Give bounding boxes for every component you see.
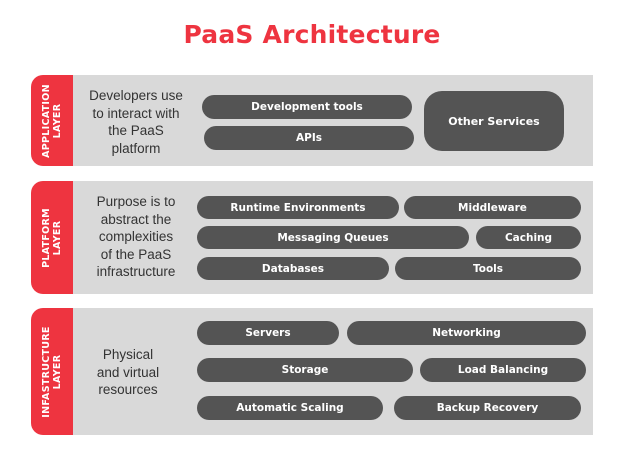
infrastructure-layer-tab: INFASTRUCTURE LAYER — [31, 308, 73, 435]
infrastructure-layer-description: Physical and virtual resources — [96, 347, 160, 397]
component-backup-recovery: Backup Recovery — [394, 396, 581, 420]
component-apis: APIs — [204, 126, 414, 150]
component-development-tools: Development tools — [202, 95, 412, 119]
platform-layer: PLATFORM LAYER Purpose is to abstract th… — [31, 181, 593, 294]
component-databases: Databases — [197, 257, 389, 280]
component-caching: Caching — [476, 226, 581, 249]
component-runtime-environments: Runtime Environments — [197, 196, 399, 219]
component-tools: Tools — [395, 257, 581, 280]
component-automatic-scaling: Automatic Scaling — [197, 396, 383, 420]
application-layer-panel: Developers use to interact with the PaaS… — [73, 75, 593, 166]
application-layer-label: APPLICATION LAYER — [41, 83, 63, 158]
component-networking: Networking — [347, 321, 586, 345]
application-layer: APPLICATION LAYER Developers use to inte… — [31, 75, 593, 166]
infrastructure-layer: INFASTRUCTURE LAYER Physical and virtual… — [31, 308, 593, 435]
component-storage: Storage — [197, 358, 413, 382]
component-middleware: Middleware — [404, 196, 581, 219]
platform-layer-label: PLATFORM LAYER — [41, 207, 63, 268]
application-layer-description: Developers use to interact with the PaaS… — [89, 88, 183, 156]
platform-layer-tab: PLATFORM LAYER — [31, 181, 73, 294]
application-layer-tab: APPLICATION LAYER — [31, 75, 73, 166]
platform-layer-description: Purpose is to abstract the complexities … — [96, 194, 176, 279]
component-messaging-queues: Messaging Queues — [197, 226, 469, 249]
platform-layer-panel: Purpose is to abstract the complexities … — [73, 181, 593, 294]
infrastructure-layer-label: INFASTRUCTURE LAYER — [41, 325, 63, 418]
diagram-title: PaaS Architecture — [183, 20, 441, 49]
component-servers: Servers — [197, 321, 339, 345]
infrastructure-layer-panel: Physical and virtual resources Servers N… — [73, 308, 593, 435]
component-other-services: Other Services — [424, 91, 564, 151]
component-load-balancing: Load Balancing — [420, 358, 586, 382]
